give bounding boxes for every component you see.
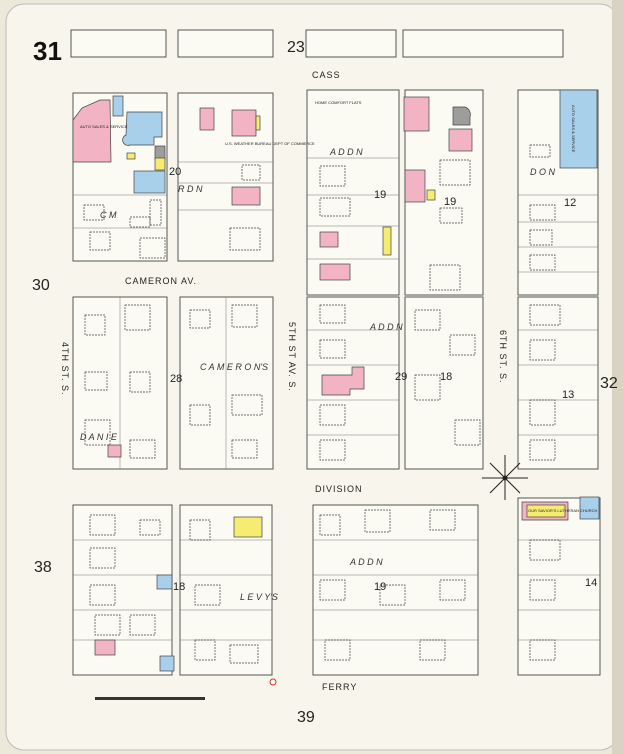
church-annex [579,496,600,520]
adjoining-sheet-left-lower: 38 [34,559,52,576]
block-number: 12 [564,197,576,209]
concrete-building [122,111,163,146]
label-church: OUR SAVIOR'S LUTHERAN CHURCH [528,508,597,513]
concrete-building [159,655,175,672]
auto-sales-east-building [559,89,598,169]
label-home-comfort: HOME COMFORT FLATS [315,100,362,105]
brick-building [403,96,430,132]
block-number: 19 [374,581,386,593]
frame-building [382,226,392,256]
adjoining-sheet-left-upper: 30 [32,277,50,294]
brick-building [94,639,116,656]
adjoining-sheet-right: 32 [600,375,618,392]
brick-building [448,128,473,152]
block-number: 19 [374,189,386,201]
street-6th: 6TH ST. S. [498,330,508,384]
brick-building [199,107,215,131]
addition-letters: A D D N [369,322,403,332]
colored-buildings [72,89,600,672]
addition-letters: C A M E R O N'S [200,362,268,372]
block-partial [70,29,167,58]
block-number: 13 [562,389,574,401]
addition-letters: D A N I E [80,432,118,442]
block-partial [402,29,564,58]
block-number: 28 [170,373,182,385]
block-28-east [179,296,274,470]
concrete-building [156,574,173,590]
binding-edge [612,0,623,754]
street-cass: CASS [312,70,341,80]
weather-bureau-building [231,109,257,137]
frame-building [154,157,166,171]
brick-building [319,231,339,248]
block-number: 19 [444,196,456,208]
street-5th: 5TH ST AV. S. [287,322,297,392]
street-ferry: FERRY [322,682,357,692]
block-number: 18 [440,371,452,383]
block-18 [404,296,484,470]
block-number: 18 [173,581,185,593]
concrete-building [133,170,166,194]
frame-building [126,152,136,160]
street-division: DIVISION [315,484,363,494]
brick-building [319,263,351,281]
block-number: 29 [395,371,407,383]
dwellings [83,144,561,664]
block-19-west [306,89,400,296]
block-14 [517,497,601,676]
frame-building [426,189,436,201]
addition-letters: D O N [530,167,556,177]
block-partial [305,29,397,58]
adjoining-sheet-top: 23 [287,39,305,56]
label-auto-sales-east: AUTO SALES & SERVICE [571,105,576,153]
street-4th: 4TH ST. S. [60,342,70,396]
brick-building [404,169,426,203]
concrete-building [112,95,124,117]
label-auto-sales: AUTO SALES & SERVICE [80,124,128,129]
addition-letters: R D N [178,184,203,194]
frame-porch [255,115,261,131]
compass-rose-icon [482,455,528,500]
church-building [526,504,566,518]
block-19-south [312,504,479,676]
addition-letters: A D D N [329,147,363,157]
adjoining-sheet-bottom: 39 [297,709,315,726]
block-partial [177,29,274,58]
frame-building [233,516,263,538]
block-number: 14 [585,577,597,589]
street-cameron: CAMERON AV. [125,276,197,286]
brick-building [107,444,122,458]
addition-letters: C M [100,210,117,220]
brick-building [231,186,261,206]
sheet-number: 31 [33,36,62,66]
scale-bar [95,697,205,700]
addition-letters: L E V Y'S [240,592,278,602]
addition-letters: A D D N [349,557,383,567]
brick-building [321,366,365,396]
auto-sales-building [72,99,112,163]
hydrant-icon [269,678,277,686]
block-number: 20 [169,166,181,178]
label-weather-bureau: U.S. WEATHER BUREAU DEPT OF COMMERCE [225,141,315,146]
block-18-south [72,504,173,676]
fireproof-building [452,106,471,126]
